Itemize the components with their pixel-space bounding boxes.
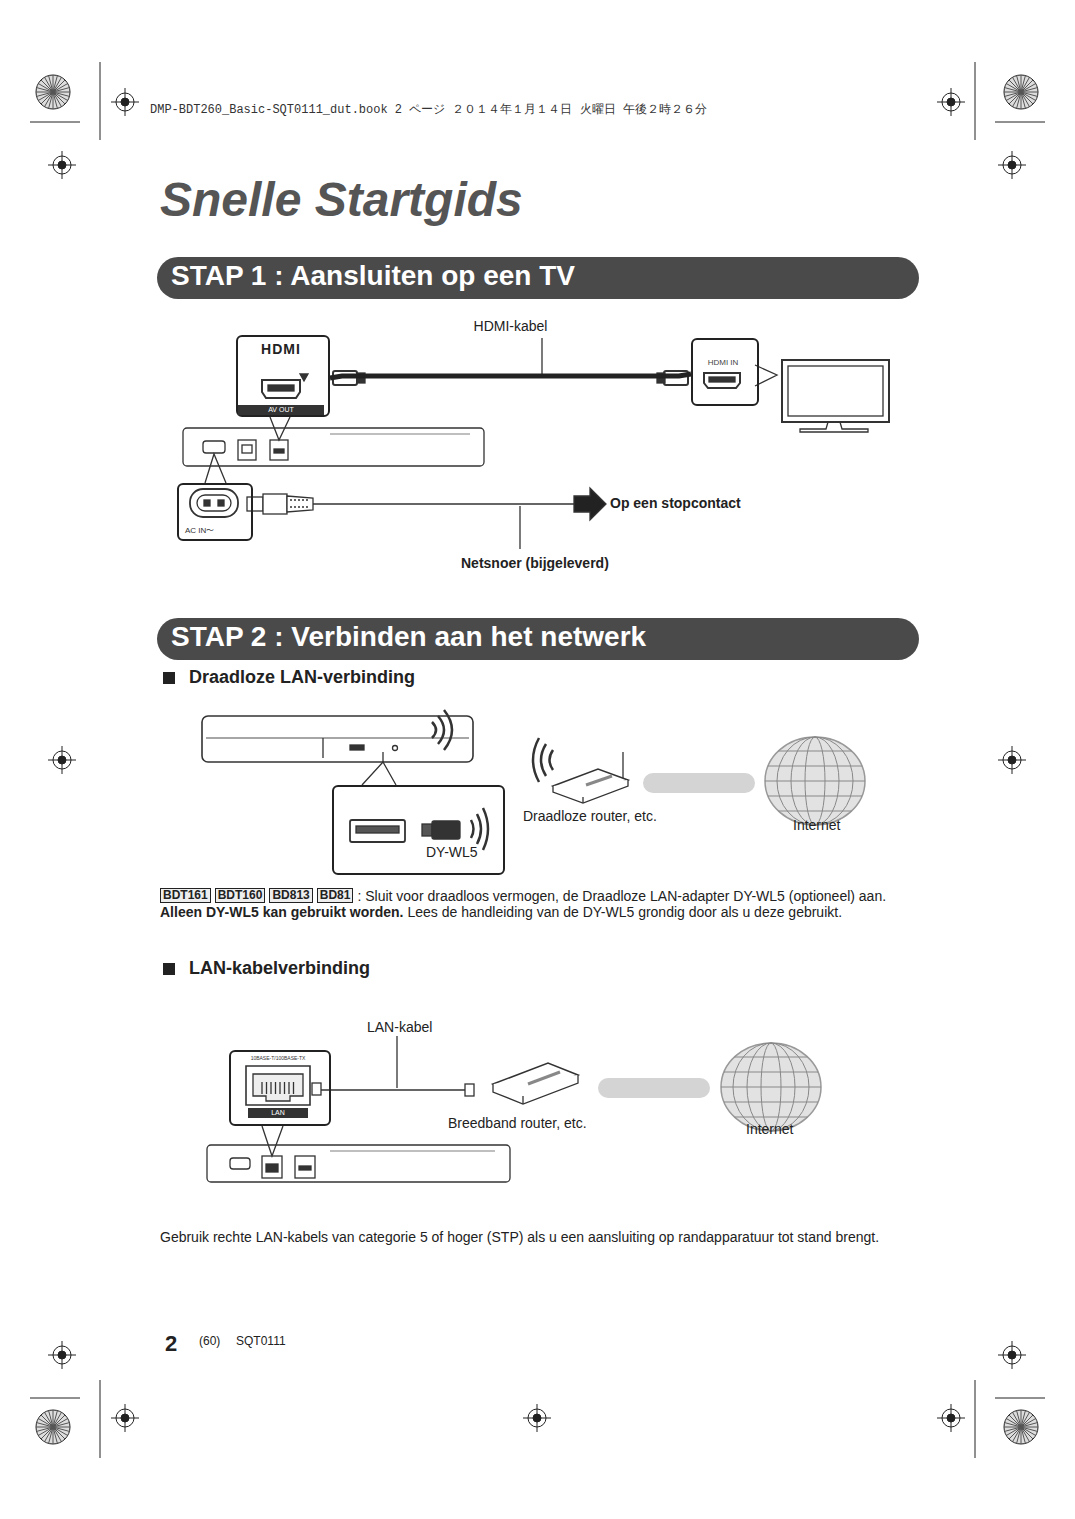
node-text: HDMI IN	[693, 358, 753, 367]
step-band: STAP 2 : Verbinden aan het netwerk	[157, 618, 919, 660]
model-tag: BD813	[269, 888, 312, 903]
page-header: DMP-BDT260_Basic-SQT0111_dut.book 2 ページ …	[150, 101, 707, 118]
node-text: 10BASE-T/100BASE-TX	[231, 1055, 325, 1061]
node-text: LAN	[248, 1108, 308, 1118]
edge-label: HDMI-kabel	[472, 318, 550, 334]
node-text: BDT161	[161, 889, 210, 902]
section-heading: Draadloze LAN-verbinding	[189, 667, 415, 688]
page-title: Snelle Startgids	[160, 172, 523, 227]
router-label: Draadloze router, etc.	[523, 808, 657, 824]
note-text: Lees de handleiding van de DY-WL5 grondi…	[407, 904, 842, 920]
outlet-label: Op een stopcontact	[610, 495, 741, 511]
section-heading: LAN-kabelverbinding	[189, 958, 370, 979]
node-text: BD813	[270, 889, 311, 902]
model-tag: BD81	[317, 888, 354, 903]
note-text: Alleen DY-WL5 kan gebruikt worden.	[160, 904, 403, 920]
node-text: STAP 1 : Aansluiten op een TV	[171, 260, 575, 292]
router-label: Breedband router, etc.	[448, 1115, 587, 1131]
node-text: BD81	[318, 889, 353, 902]
node-text: AV OUT	[238, 405, 324, 415]
doc-code: SQT0111	[236, 1334, 286, 1348]
note-text: Gebruik rechte LAN-kabels van categorie …	[160, 1229, 879, 1245]
note-text: : Sluit voor draadloos vermogen, de Draa…	[357, 888, 886, 904]
hdmi-cable	[330, 374, 691, 378]
callout-box: HDMI AV OUT	[236, 335, 330, 417]
node-text: STAP 2 : Verbinden aan het netwerk	[171, 621, 646, 653]
callout-box: 10BASE-T/100BASE-TX LAN	[229, 1050, 331, 1126]
model-tag: BDT160	[215, 888, 266, 903]
node-text: HDMI	[238, 341, 324, 357]
node-text: AC IN〜	[185, 525, 214, 536]
cord-label: Netsnoer (bijgeleverd)	[461, 555, 609, 571]
cable-label: LAN-kabel	[367, 1019, 432, 1035]
page-number: 2	[165, 1331, 177, 1357]
node-text: DY-WL5	[426, 844, 478, 860]
callout-box: HDMI IN	[691, 338, 759, 406]
page-ref: (60)	[199, 1334, 220, 1348]
step-band: STAP 1 : Aansluiten op een TV	[157, 257, 919, 299]
callout-box: DY-WL5	[332, 785, 505, 875]
internet-label: Internet	[746, 1121, 793, 1137]
model-tag: BDT161	[160, 888, 211, 903]
callout-box: AC IN〜	[177, 483, 253, 541]
internet-label: Internet	[793, 817, 840, 833]
node-text: BDT160	[216, 889, 265, 902]
